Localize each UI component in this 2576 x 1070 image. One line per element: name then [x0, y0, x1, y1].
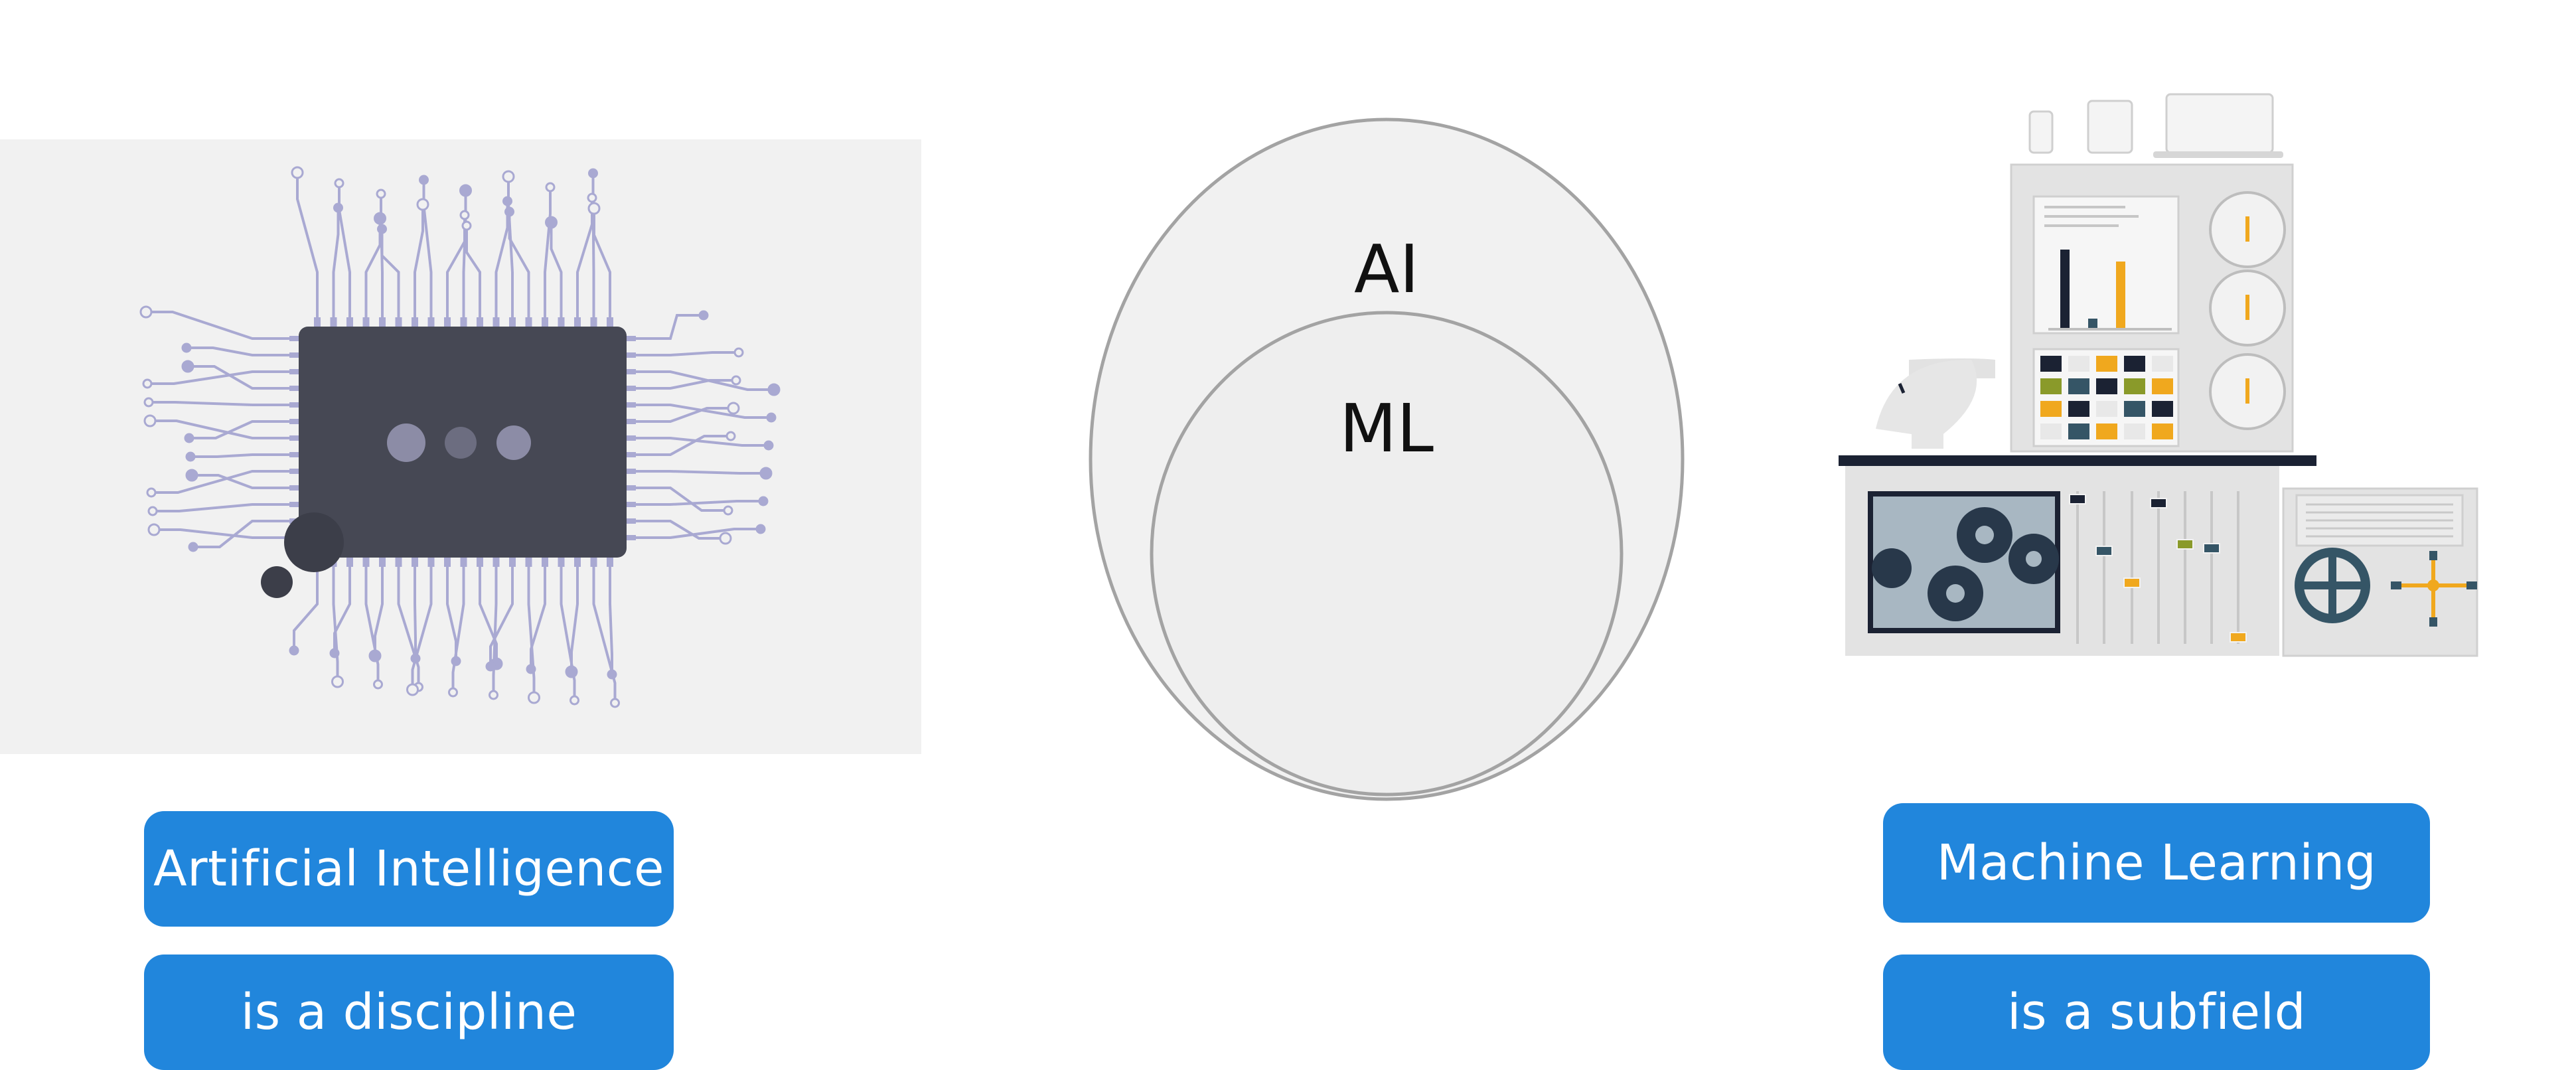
mixer-sliders	[2069, 491, 2247, 644]
devices-icon	[2028, 93, 2283, 158]
shelf	[1839, 455, 2316, 466]
ai-label-button: Artificial Intelligence	[144, 811, 674, 927]
cross-joystick-icon	[2391, 551, 2477, 627]
chart-screen	[2032, 195, 2180, 335]
ml-label: ML	[1339, 390, 1434, 467]
chip-dot-3	[496, 425, 531, 460]
chip-dot-1	[387, 423, 425, 462]
ml-inner-ellipse	[1150, 311, 1624, 797]
machine-console-icon	[1839, 93, 2478, 657]
chip-corner-dot	[261, 566, 293, 598]
ml-label-button: Machine Learning	[1883, 803, 2430, 923]
cpu-chip-icon	[139, 166, 781, 708]
ml-subfield-button: is a subfield	[1883, 955, 2430, 1070]
satellite-dish-icon	[1876, 358, 1995, 449]
chip-illustration-panel	[0, 139, 921, 754]
ai-ml-venn-diagram: AI ML	[1089, 117, 1685, 801]
chip-dot-2	[445, 427, 477, 459]
dial-icons	[2209, 191, 2286, 430]
ai-discipline-button: is a discipline	[144, 955, 674, 1070]
chip-corner-knob	[284, 512, 344, 572]
ai-label: AI	[1354, 230, 1419, 308]
wheel-icon	[2295, 548, 2370, 623]
